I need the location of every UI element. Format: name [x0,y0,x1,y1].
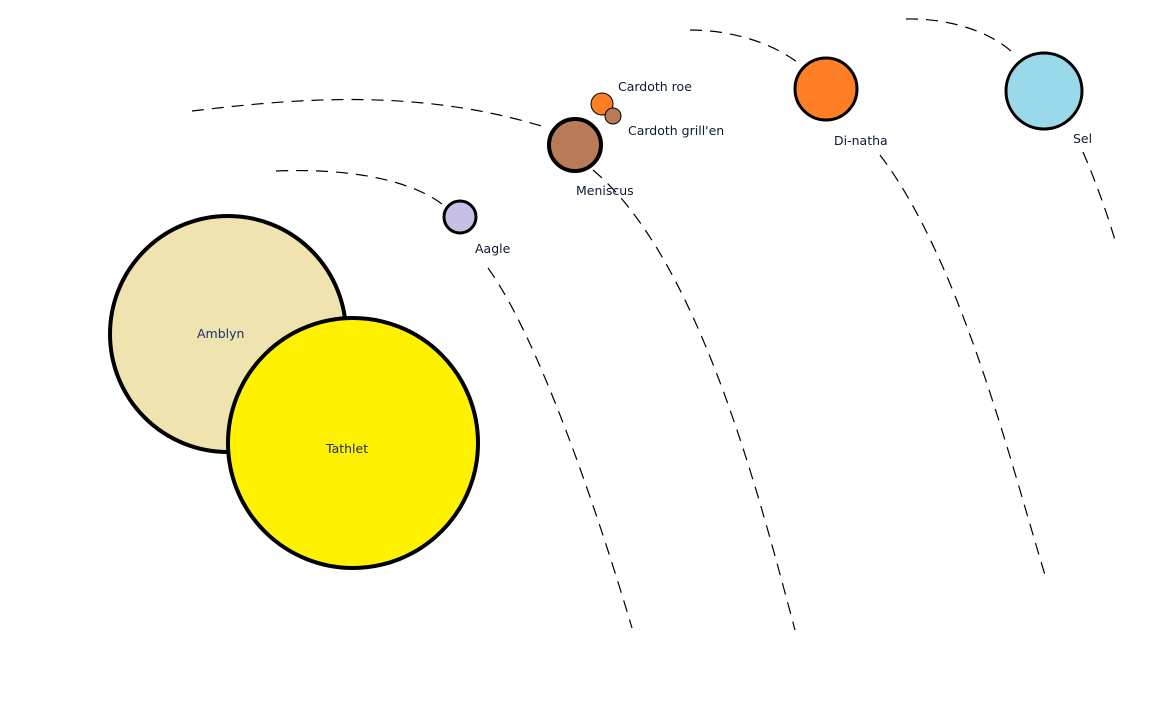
moon-cardoth-roe [590,92,614,116]
planet-sel [1004,51,1084,131]
label-di-natha: Di-natha [834,133,888,148]
moon-cardoth-grillen [604,107,622,125]
label-amblyn: Amblyn [197,326,244,341]
planet-meniscus [547,117,603,173]
label-meniscus: Meniscus [576,183,634,198]
planet-aagle [442,199,478,235]
orbit-meniscus-lower [592,169,796,631]
label-aagle: Aagle [475,241,511,256]
orbit-sel-upper [905,18,1013,53]
star-tathlet [226,316,480,570]
label-cardoth-roe: Cardoth roe [618,79,692,94]
orbit-aagle-lower [487,267,633,629]
orbit-aagle-upper [275,169,443,205]
orbit-meniscus-upper [191,98,549,129]
label-tathlet: Tathlet [325,441,368,456]
orbit-dinatha-upper [689,29,798,63]
planet-di-natha [793,56,859,122]
orbit-sel-lower [1082,151,1116,241]
orbit-dinatha-lower [879,154,1046,576]
label-cardoth-grillen: Cardoth grill'en [628,123,724,138]
label-sel: Sel [1073,131,1092,146]
